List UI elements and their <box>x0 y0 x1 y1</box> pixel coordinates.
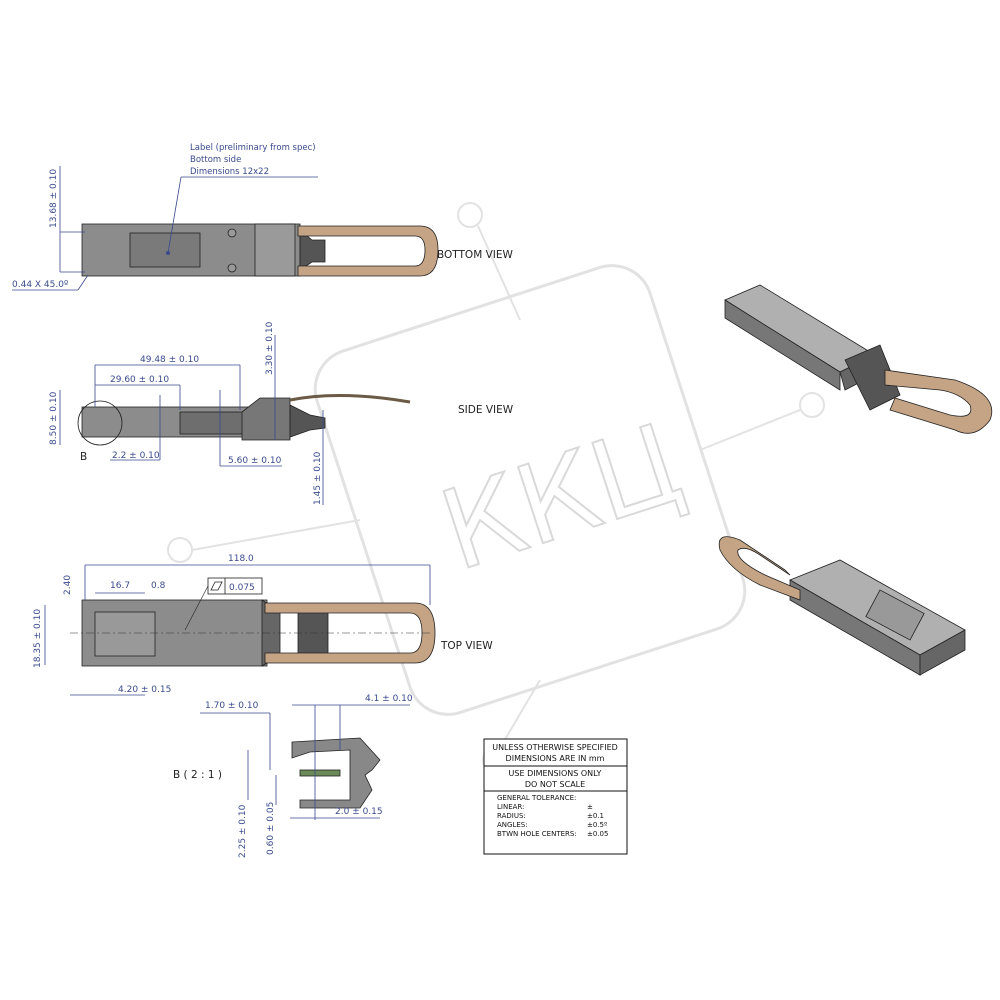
table-row1a: UNLESS OTHERWISE SPECIFIED <box>492 743 618 752</box>
tol-value: ±0.1 <box>587 812 604 820</box>
dim-side-145: 1.45 ± 0.10 <box>313 451 323 505</box>
dim-top-167: 16.7 <box>110 581 130 591</box>
side-view-label: SIDE VIEW <box>458 404 514 416</box>
dim-top-1835: 18.35 ± 0.10 <box>33 609 43 668</box>
dim-det-41: 4.1 ± 0.10 <box>365 694 413 704</box>
dim-bottom-height: 13.68 ± 0.10 <box>49 169 59 228</box>
watermark: ККЦ <box>167 202 825 773</box>
dim-det-20: 2.0 ± 0.15 <box>335 807 383 817</box>
dim-chamfer: 0.44 X 45.0º <box>12 280 68 290</box>
table-row2a: USE DIMENSIONS ONLY <box>509 769 602 778</box>
bottom-view: Label (preliminary from spec) Bottom sid… <box>12 143 514 291</box>
tol-value: ±0.5º <box>587 821 607 829</box>
dim-side-29: 29.60 ± 0.10 <box>110 375 169 385</box>
top-view: 118.0 2.40 16.7 0.8 0.075 18.35 ± 0.10 4… <box>33 554 493 696</box>
detail-b-label: B ( 2 : 1 ) <box>173 769 222 781</box>
tol-value: ± <box>587 803 593 811</box>
dim-top-118: 118.0 <box>228 554 254 564</box>
tol-value: ±0.05 <box>587 830 608 838</box>
tol-name: LINEAR: <box>497 803 524 811</box>
detail-b-marker: B <box>80 451 87 463</box>
tol-name: ANGLES: <box>497 821 528 829</box>
flatness-value: 0.075 <box>229 583 255 593</box>
dim-top-420: 4.20 ± 0.15 <box>118 685 171 695</box>
dim-side-49: 49.48 ± 0.10 <box>140 355 199 365</box>
dim-side-22: 2.2 ± 0.10 <box>112 451 160 461</box>
isometric-view-bottom <box>718 536 966 676</box>
tol-name: RADIUS: <box>497 812 526 820</box>
dim-top-240: 2.40 <box>63 575 73 595</box>
dim-det-170: 1.70 ± 0.10 <box>205 701 259 711</box>
table-row2b: DO NOT SCALE <box>525 780 585 789</box>
label-note-1: Label (preliminary from spec) <box>190 143 316 153</box>
tol-name: BTWN HOLE CENTERS: <box>497 830 577 838</box>
dim-side-560: 5.60 ± 0.10 <box>228 456 282 466</box>
top-view-label: TOP VIEW <box>440 640 493 652</box>
dim-side-330: 3.30 ± 0.10 <box>265 321 275 375</box>
general-tolerance: GENERAL TOLERANCE: <box>497 794 576 802</box>
dim-det-225: 2.25 ± 0.10 <box>238 804 248 858</box>
dim-top-08: 0.8 <box>151 581 166 591</box>
side-view: B 49.48 ± 0.10 29.60 ± 0.10 3.30 ± 0.10 … <box>49 321 514 505</box>
isometric-view-top <box>724 284 993 434</box>
table-row1b: DIMENSIONS ARE IN mm <box>506 754 605 763</box>
label-note-2: Bottom side <box>190 155 241 165</box>
detail-b-view: B ( 2 : 1 ) 1.70 ± 0.10 4.1 ± 0.10 2.0 ±… <box>173 694 413 858</box>
flatness-callout: 0.075 <box>184 577 263 631</box>
label-note-3: Dimensions 12x22 <box>190 167 269 177</box>
watermark-text: ККЦ <box>427 399 696 595</box>
bottom-view-label: BOTTOM VIEW <box>437 249 514 261</box>
dim-side-850: 8.50 ± 0.10 <box>49 391 59 445</box>
tolerance-table: UNLESS OTHERWISE SPECIFIED DIMENSIONS AR… <box>483 738 628 855</box>
dim-det-060: 0.60 ± 0.05 <box>266 802 276 855</box>
